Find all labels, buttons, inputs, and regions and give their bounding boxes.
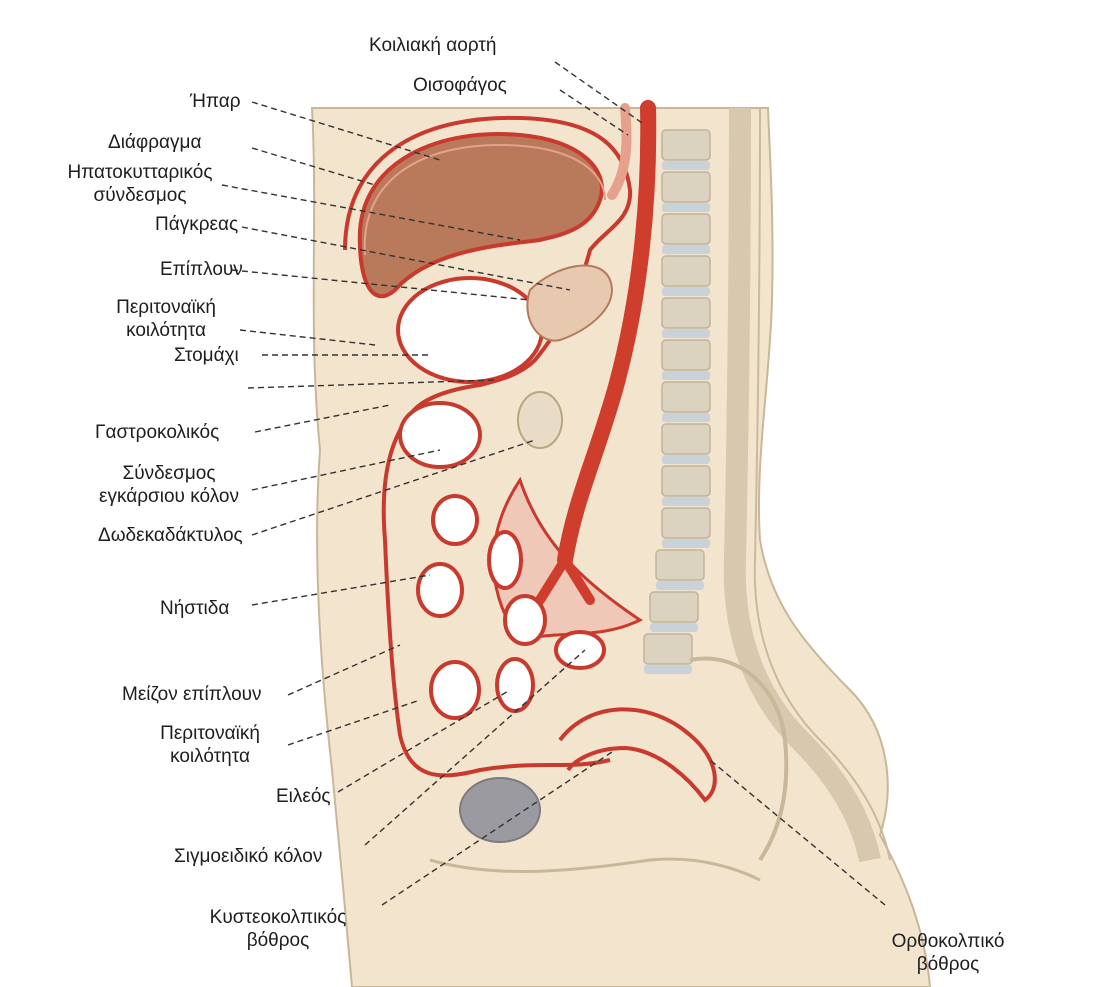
label-hepatogastric-line1: Ηπατοκυτταρικός xyxy=(36,161,244,184)
label-ileum: Ειλεός xyxy=(276,785,331,808)
label-hepatogastric-line2: σύνδεσμος xyxy=(36,184,244,207)
jejunum-loop xyxy=(433,496,477,544)
intervertebral-disc xyxy=(662,329,710,338)
label-vesicouterine: Κυστεοκολπικός βόθρος xyxy=(188,906,368,952)
ileum-loop xyxy=(505,596,545,644)
intervertebral-disc xyxy=(662,203,710,212)
label-hepatogastric: Ηπατοκυτταρικός σύνδεσμος xyxy=(36,161,244,207)
label-duodenum: Δωδεκαδάκτυλος xyxy=(98,524,243,547)
vertebral-body xyxy=(662,424,710,454)
label-transverse-mesocolon: Σύνδεσμος εγκάρσιου κόλον xyxy=(88,462,250,508)
bladder xyxy=(460,778,540,842)
label-transverse-mesocolon-line1: Σύνδεσμος xyxy=(88,462,250,485)
intervertebral-disc xyxy=(644,665,692,674)
intervertebral-disc xyxy=(662,497,710,506)
vertebral-body xyxy=(656,550,704,580)
label-gastrocolic: Γαστροκολικός xyxy=(95,421,219,444)
duodenum xyxy=(518,392,562,448)
label-omentum: Επίπλουν xyxy=(160,258,243,281)
label-vesicouterine-line1: Κυστεοκολπικός xyxy=(188,906,368,929)
label-peritoneal-lower-line2: κοιλότητα xyxy=(130,745,290,768)
label-peritoneal-lower-line1: Περιτοναϊκή xyxy=(130,722,290,745)
vertebral-body xyxy=(662,130,710,160)
intervertebral-disc xyxy=(662,287,710,296)
label-rectouterine: Ορθοκολπικό βόθρος xyxy=(872,930,1024,976)
label-peritoneal-lower: Περιτοναϊκή κοιλότητα xyxy=(130,722,290,768)
stomach xyxy=(398,278,542,382)
label-liver: Ήπαρ xyxy=(190,90,241,113)
transverse-colon xyxy=(400,403,480,467)
vertebral-body xyxy=(662,172,710,202)
intervertebral-disc xyxy=(662,371,710,380)
ileum-loop xyxy=(497,659,533,711)
intervertebral-disc xyxy=(656,581,704,590)
label-stomach: Στομάχι xyxy=(174,344,239,367)
label-aorta: Κοιλιακή αορτή xyxy=(369,34,496,57)
vertebral-body xyxy=(662,508,710,538)
label-peritoneal-upper: Περιτοναϊκή κοιλότητα xyxy=(86,296,246,342)
label-sigmoid: Σιγμοειδικό κόλον xyxy=(174,845,322,868)
label-pancreas: Πάγκρεας xyxy=(155,213,238,236)
vertebral-body xyxy=(662,466,710,496)
intervertebral-disc xyxy=(662,455,710,464)
intervertebral-disc xyxy=(662,245,710,254)
label-vesicouterine-line2: βόθρος xyxy=(188,929,368,952)
jejunum-loop xyxy=(418,564,462,616)
intervertebral-disc xyxy=(662,539,710,548)
vertebral-body xyxy=(662,298,710,328)
label-greater-omentum: Μείζον επίπλουν xyxy=(122,683,262,706)
intervertebral-disc xyxy=(662,161,710,170)
vertebral-body xyxy=(662,214,710,244)
label-diaphragm: Διάφραγμα xyxy=(108,131,201,154)
label-esophagus: Οισοφάγος xyxy=(413,74,507,97)
jejunum-loop xyxy=(489,532,521,588)
label-jejunum: Νήστιδα xyxy=(160,597,229,620)
intervertebral-disc xyxy=(662,413,710,422)
vertebral-body xyxy=(650,592,698,622)
label-rectouterine-line2: βόθρος xyxy=(872,953,1024,976)
intervertebral-disc xyxy=(650,623,698,632)
vertebral-body xyxy=(662,382,710,412)
label-peritoneal-upper-line2: κοιλότητα xyxy=(86,319,246,342)
label-peritoneal-upper-line1: Περιτοναϊκή xyxy=(86,296,246,319)
vertebral-body xyxy=(644,634,692,664)
label-transverse-mesocolon-line2: εγκάρσιου κόλον xyxy=(88,485,250,508)
vertebral-body xyxy=(662,256,710,286)
ileum-loop xyxy=(556,632,604,668)
vertebral-body xyxy=(662,340,710,370)
ileum-loop xyxy=(431,662,479,718)
label-rectouterine-line1: Ορθοκολπικό xyxy=(872,930,1024,953)
